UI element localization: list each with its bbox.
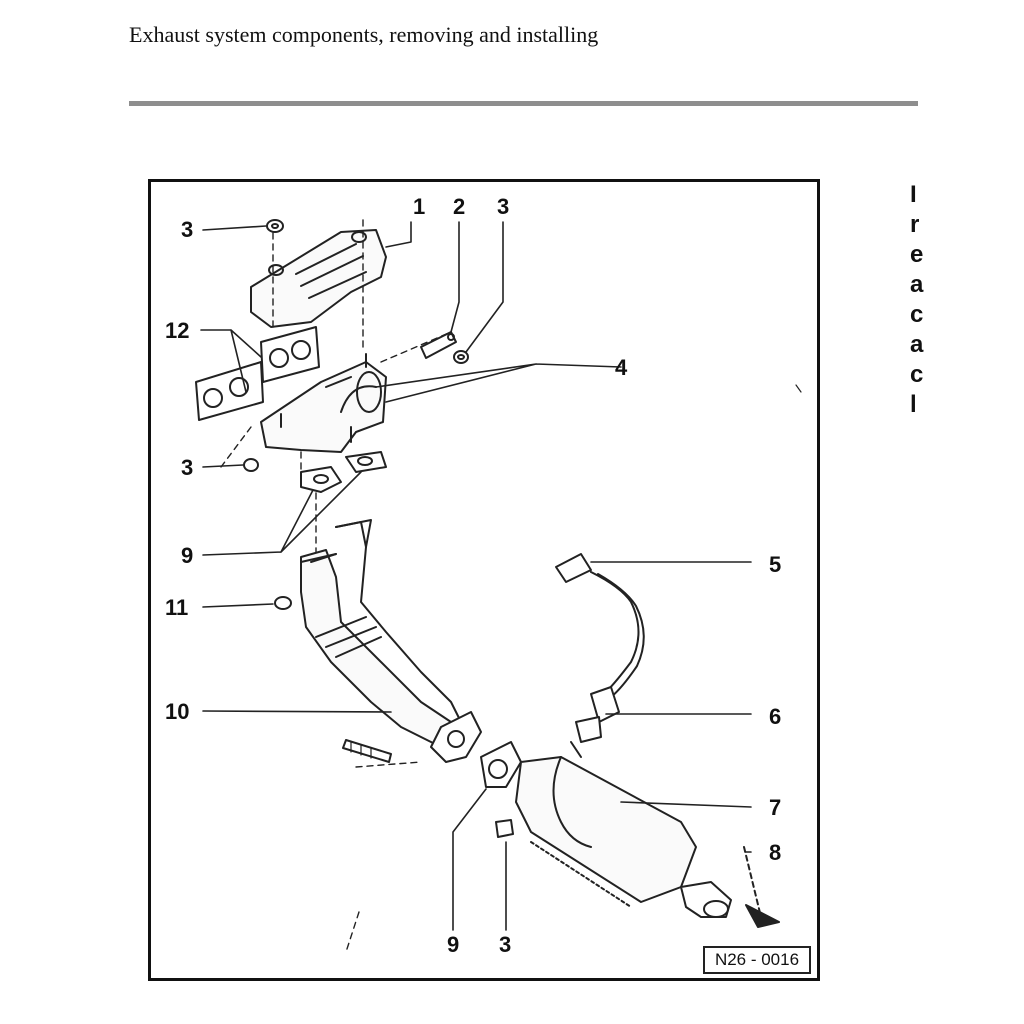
manifold-gaskets xyxy=(195,326,320,421)
leader-lines xyxy=(200,221,752,931)
callout-2: 2 xyxy=(453,194,465,219)
callout-4: 4 xyxy=(615,355,628,380)
nut-bottom xyxy=(495,819,514,838)
exhaust-diagram-svg: 3 1 2 3 12 4 3 9 5 11 10 6 7 8 9 3 xyxy=(165,194,802,957)
side-text-line: I xyxy=(910,181,917,208)
callout-3-mid-left: 3 xyxy=(181,455,193,480)
callout-3-top-right: 3 xyxy=(497,194,509,219)
side-text-line: c xyxy=(910,301,924,328)
side-text-line: a xyxy=(910,271,924,298)
callout-9-bottom: 9 xyxy=(447,932,459,957)
callout-1: 1 xyxy=(413,194,425,219)
callout-8: 8 xyxy=(769,840,781,865)
callout-7: 7 xyxy=(769,795,781,820)
nut-11 xyxy=(274,596,292,610)
flow-arrow xyxy=(743,846,780,928)
side-text-line: e xyxy=(910,241,924,268)
callout-6: 6 xyxy=(769,704,781,729)
heat-shield xyxy=(250,229,387,328)
side-text-line: a xyxy=(910,331,924,358)
flange-gasket-lower xyxy=(480,741,522,788)
callout-3-top-left: 3 xyxy=(181,217,193,242)
nut-top-left xyxy=(266,219,284,233)
figure-reference-code: N26 - 0016 xyxy=(703,946,811,974)
callout-11: 11 xyxy=(165,595,188,620)
title-divider xyxy=(129,101,918,106)
oxygen-sensor xyxy=(555,553,645,758)
nut-top-right xyxy=(453,350,469,364)
bracket xyxy=(420,331,457,359)
assembly-lines xyxy=(220,219,452,953)
nut-mid-left xyxy=(243,458,259,472)
front-exhaust-pipe xyxy=(300,519,482,763)
side-text-line: l xyxy=(910,391,917,418)
side-text-line: r xyxy=(910,211,920,238)
exhaust-manifold xyxy=(260,353,387,453)
callout-10: 10 xyxy=(165,699,189,724)
bracket-hole xyxy=(447,333,455,341)
pipe-bolt xyxy=(342,739,392,763)
callout-5: 5 xyxy=(769,552,781,577)
catalytic-converter xyxy=(515,756,732,918)
side-text-line: c xyxy=(910,361,924,388)
clipped-side-text: I r e a c a c l xyxy=(910,180,924,420)
callout-12: 12 xyxy=(165,318,189,343)
exhaust-diagram: 3 1 2 3 12 4 3 9 5 11 10 6 7 8 9 3 N26 -… xyxy=(148,179,820,981)
flange-gaskets-upper xyxy=(300,451,387,493)
callout-3-bottom: 3 xyxy=(499,932,511,957)
page-title: Exhaust system components, removing and … xyxy=(129,22,599,47)
callout-9-left: 9 xyxy=(181,543,193,568)
